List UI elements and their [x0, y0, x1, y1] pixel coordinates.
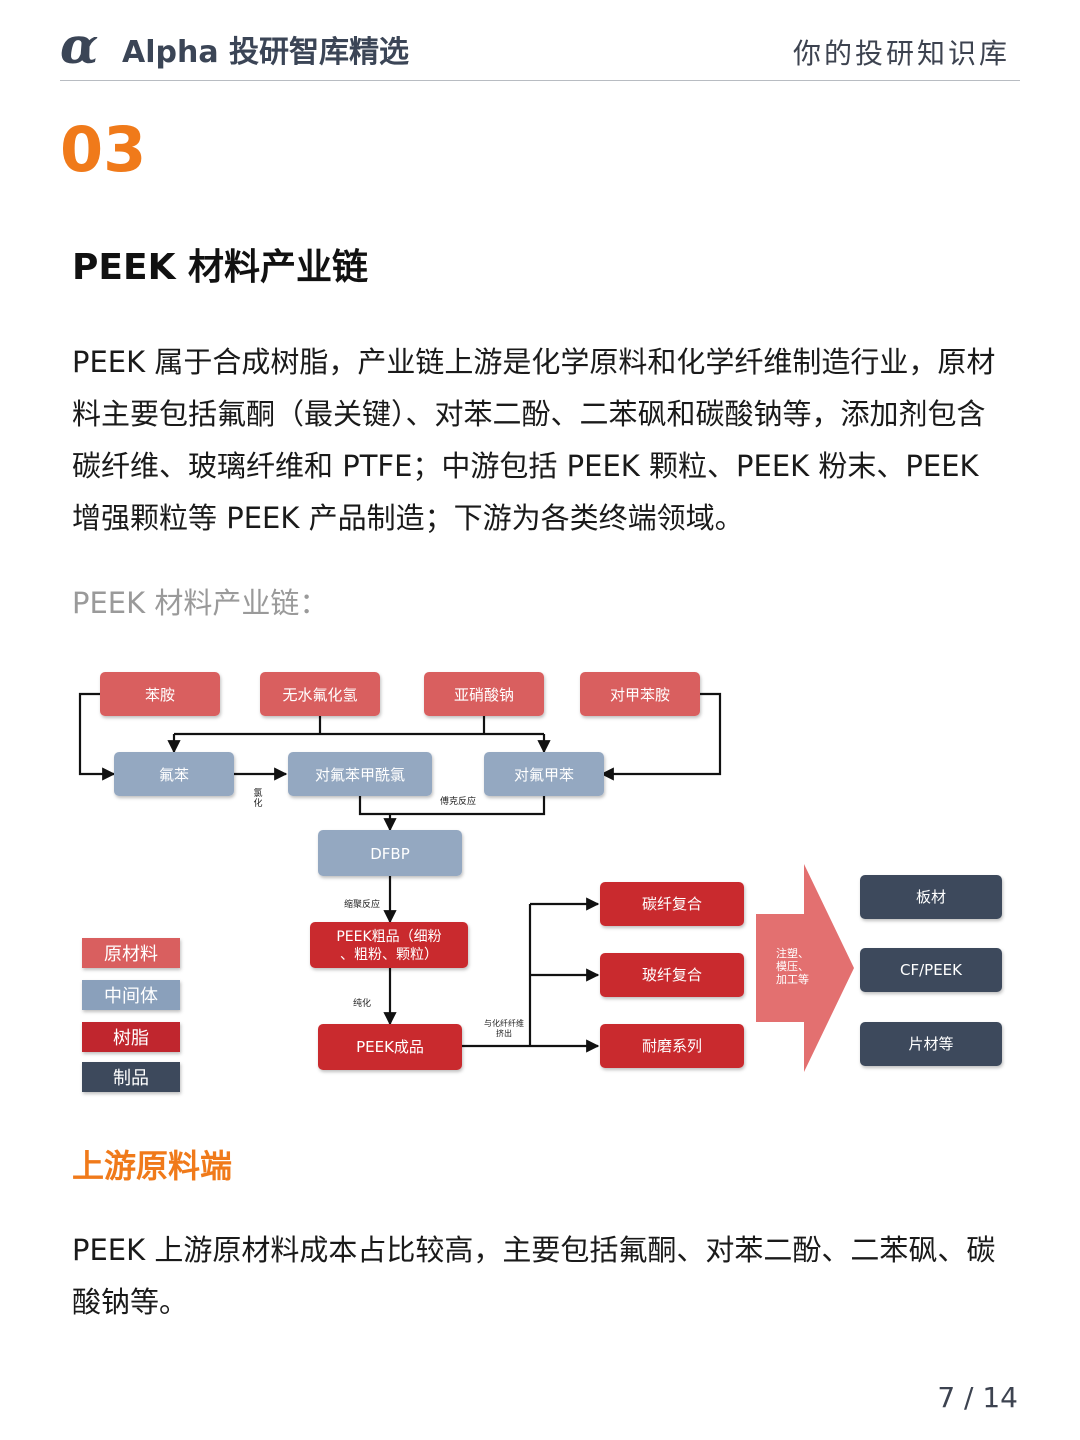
diagram-caption: PEEK 材料产业链： — [72, 586, 329, 620]
intermediate-box: 对氟苯甲酰氯 — [288, 752, 432, 796]
raw-material-box: 对甲苯胺 — [580, 672, 700, 716]
upstream-paragraph: PEEK 上游原材料成本占比较高，主要包括氟酮、对苯二酚、二苯砜、碳酸钠等。 — [72, 1233, 996, 1319]
process-label-extrusion: 与化纤纤维 — [484, 1018, 524, 1028]
legend-item: 制品 — [82, 1062, 180, 1092]
diagram-svg: 苯胺 无水氟化氢 亚硝酸钠 对甲苯胺 氟苯 对氟苯甲酰氯 对氟甲苯 氯 化 — [78, 672, 1002, 1092]
legend-label: 制品 — [113, 1068, 149, 1089]
raw-material-label: 对甲苯胺 — [610, 686, 670, 704]
raw-material-box: 苯胺 — [100, 672, 220, 716]
connector-lines — [78, 692, 722, 1053]
product-box: CF/PEEK — [860, 948, 1002, 992]
intermediate-label: 对氟苯甲酰氯 — [315, 766, 405, 784]
product-label: 片材等 — [908, 1035, 953, 1053]
resin-crude-label: 、粗粉、颗粒） — [340, 947, 438, 963]
composite-box: 玻纤复合 — [600, 953, 744, 997]
product-label: CF/PEEK — [900, 961, 963, 979]
page-header: α Alpha 投研智库精选 你的投研知识库 — [60, 20, 1020, 81]
dfbp-box: DFBP — [318, 830, 462, 876]
resin-final-box: PEEK成品 — [318, 1024, 462, 1070]
legend-label: 中间体 — [104, 986, 158, 1007]
process-label-fluorination: 化 — [253, 797, 262, 809]
composite-label: 耐磨系列 — [642, 1037, 702, 1055]
intro-paragraph: PEEK 属于合成树脂，产业链上游是化学原料和化学纤维制造行业，原材料主要包括氟… — [72, 345, 996, 535]
alpha-logo-icon: α — [60, 16, 99, 75]
legend-item: 中间体 — [82, 980, 180, 1010]
process-label-friedel-crafts: 傅克反应 — [440, 795, 476, 807]
processing-label: 注塑、 — [776, 946, 809, 960]
resin-crude-box: PEEK粗品（细粉 、粗粉、颗粒） — [310, 922, 468, 968]
product-box: 板材 — [860, 875, 1002, 919]
legend-label: 树脂 — [113, 1028, 149, 1049]
industry-chain-diagram: 苯胺 无水氟化氢 亚硝酸钠 对甲苯胺 氟苯 对氟苯甲酰氯 对氟甲苯 氯 化 — [60, 650, 1020, 1110]
header-tagline: 你的投研知识库 — [792, 37, 1010, 70]
diagram-legend: 原材料 中间体 树脂 制品 — [82, 938, 180, 1092]
subsection-title: 上游原料端 — [72, 1147, 233, 1185]
composite-box: 碳纤复合 — [600, 882, 744, 926]
raw-material-label: 苯胺 — [145, 686, 175, 704]
page-number: 7 / 14 — [937, 1381, 1018, 1414]
legend-item: 树脂 — [82, 1022, 180, 1052]
raw-material-label: 亚硝酸钠 — [454, 686, 514, 704]
logo-text: Alpha 投研智库精选 — [122, 35, 410, 70]
intermediate-box: 对氟甲苯 — [484, 752, 604, 796]
dfbp-label: DFBP — [370, 845, 410, 863]
composite-box: 耐磨系列 — [600, 1024, 744, 1068]
product-label: 板材 — [916, 888, 946, 906]
process-label-extrusion: 挤出 — [496, 1028, 512, 1038]
intermediate-label: 氟苯 — [159, 766, 189, 784]
legend-label: 原材料 — [104, 944, 158, 965]
product-box: 片材等 — [860, 1022, 1002, 1066]
process-label-fluorination: 氯 — [253, 787, 262, 799]
composite-label: 玻纤复合 — [642, 966, 702, 984]
composite-label: 碳纤复合 — [642, 895, 702, 913]
intermediate-box: 氟苯 — [114, 752, 234, 796]
raw-material-box: 无水氟化氢 — [260, 672, 380, 716]
resin-crude-label: PEEK粗品（细粉 — [336, 929, 441, 945]
processing-arrow-icon: 注塑、 模压、 加工等 — [756, 864, 854, 1072]
raw-material-box: 亚硝酸钠 — [424, 672, 544, 716]
process-label-purification: 纯化 — [353, 997, 371, 1009]
section-title: PEEK 材料产业链 — [72, 247, 368, 288]
process-label-polycondensation: 缩聚反应 — [344, 898, 380, 910]
processing-label: 模压、 — [776, 960, 809, 973]
resin-final-label: PEEK成品 — [356, 1038, 424, 1056]
processing-label: 加工等 — [776, 972, 809, 986]
raw-material-label: 无水氟化氢 — [282, 686, 357, 704]
intermediate-label: 对氟甲苯 — [514, 766, 574, 784]
legend-item: 原材料 — [82, 938, 180, 968]
section-number: 03 — [60, 113, 147, 186]
